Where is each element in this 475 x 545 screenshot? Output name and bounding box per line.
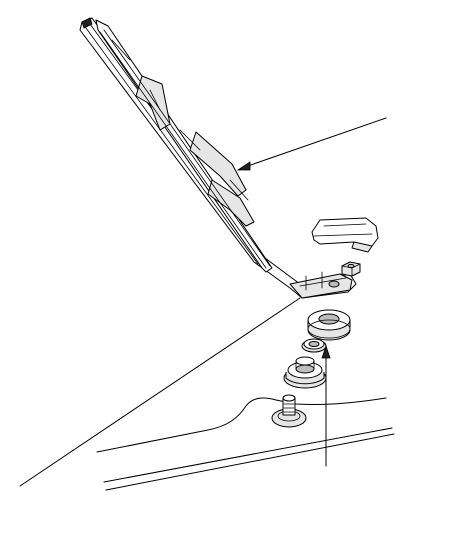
arrowhead-washer: [321, 344, 331, 359]
blade-yoke-2: [189, 131, 247, 197]
blade-rubber-2: [103, 29, 271, 267]
arm-head-ribs: [305, 271, 323, 291]
arm-base: [307, 309, 351, 341]
nut: [341, 261, 361, 277]
nut-hole: [347, 263, 355, 269]
arrowhead-blade: [236, 161, 251, 171]
blade-yoke-3: [207, 179, 255, 227]
blade-tip: [81, 17, 93, 29]
arm-channel-2: [85, 27, 259, 265]
blade-yoke-1: [135, 75, 171, 131]
bushing: [283, 356, 327, 389]
shaft-threads: [283, 403, 295, 413]
leader-line-blade: [241, 117, 387, 169]
pivot-cap: [311, 217, 379, 253]
cap-outline: [311, 217, 379, 249]
base-rim: [307, 319, 351, 339]
blade-rubber-1: [99, 31, 267, 269]
bushing-hole: [295, 364, 315, 374]
cap-ridge: [323, 223, 367, 227]
cap-hinge: [351, 241, 373, 253]
pivot-shaft: [271, 394, 307, 428]
bushing-collar-top: [295, 356, 315, 366]
wiper-blade: [81, 17, 273, 273]
arm-head-edge: [299, 277, 347, 287]
leader-line-arm-base: [19, 297, 301, 487]
arm-pivot-hole: [328, 280, 340, 288]
cap-edge: [313, 233, 373, 237]
washer-hole: [308, 341, 320, 347]
shaft-tip: [282, 394, 296, 402]
leader-lines: [19, 117, 387, 487]
panel-line-lower-a: [103, 427, 393, 483]
blade-outline: [95, 19, 273, 273]
body-panel: [96, 397, 395, 491]
panel-line-lower-b: [105, 433, 395, 491]
nut-body: [341, 261, 361, 277]
arm-head: [289, 273, 353, 299]
blade-detail-lines: [111, 39, 249, 201]
panel-line-upper: [96, 397, 387, 453]
washer: [301, 338, 327, 353]
base-hole: [318, 313, 340, 325]
